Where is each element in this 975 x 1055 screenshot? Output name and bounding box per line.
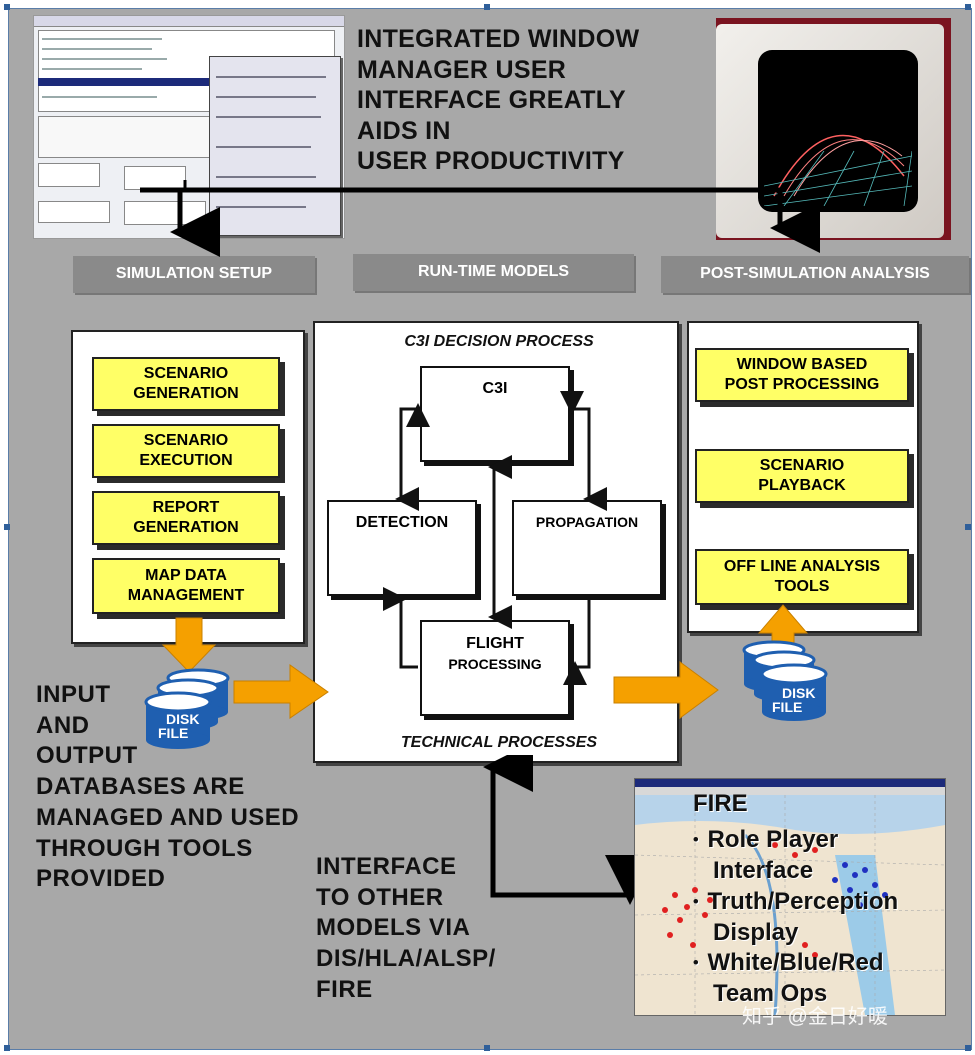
interface-text: INTERFACE TO OTHER MODELS VIA DIS/HLA/AL… <box>316 852 556 1006</box>
headline-line: AIDS IN <box>357 116 451 145</box>
text-line: TO OTHER <box>316 883 444 911</box>
scenario-generation-box: SCENARIO GENERATION <box>92 357 280 411</box>
down-arrow-icon <box>161 617 217 673</box>
top-connectors <box>140 180 820 257</box>
fire-map-panel: FIRE • Role Player Interface • Truth/Per… <box>634 778 946 1016</box>
text-line: OUTPUT <box>36 742 138 770</box>
box-line: MAP DATA <box>145 567 227 584</box>
flight-processing-box: FLIGHT PROCESSING <box>420 620 570 716</box>
bullet-continuation: Team Ops <box>713 980 828 1008</box>
band-post-simulation-analysis: POST-SIMULATION ANALYSIS <box>661 256 969 293</box>
bullet-continuation: Interface <box>713 856 814 884</box>
fire-bullet-list: • Role Player Interface • Truth/Percepti… <box>693 825 945 1010</box>
selection-handle[interactable] <box>484 4 490 10</box>
disk-label: DISK FILE <box>772 686 815 714</box>
bullet-line: Role Player <box>707 826 839 853</box>
propagation-box: PROPAGATION <box>512 500 662 596</box>
box-line: SCENARIO <box>759 457 845 474</box>
band-run-time-models: RUN-TIME MODELS <box>353 254 634 291</box>
box-line: REPORT <box>152 499 220 516</box>
text-line: MANAGED AND USED <box>36 803 300 831</box>
text-line: DATABASES ARE <box>36 773 245 801</box>
fire-title: FIRE <box>693 790 748 817</box>
bullet-dot-icon: • <box>693 954 708 972</box>
box-line: OFF LINE ANALYSIS <box>723 558 881 575</box>
disk-label-line: FILE <box>772 699 803 715</box>
runtime-arrows <box>383 391 607 685</box>
disk-label-line: DISK <box>782 685 816 701</box>
disk-file-icon <box>144 668 230 749</box>
orange-arrows <box>161 604 809 719</box>
selection-handle[interactable] <box>4 524 10 530</box>
monitor-graphic <box>764 134 912 206</box>
detection-box: DETECTION <box>327 500 477 596</box>
headline-line: INTEGRATED WINDOW <box>357 25 640 53</box>
bullet-line: Truth/Perception <box>707 887 899 915</box>
disk-label: DISK FILE <box>158 712 199 740</box>
box-line: PROCESSING <box>448 656 542 672</box>
scenario-execution-box: SCENARIO EXECUTION <box>92 424 280 478</box>
box-line: POST PROCESSING <box>724 376 880 393</box>
selection-handle[interactable] <box>4 4 10 10</box>
disk-label-line: FILE <box>158 725 189 741</box>
bullet-item: • White/Blue/Red <box>693 948 945 979</box>
box-line: FLIGHT <box>466 635 524 652</box>
right-arrow-icon <box>613 661 719 719</box>
c3i-decision-process-label: C3I DECISION PROCESS <box>404 333 594 350</box>
text-line: INTERFACE <box>316 853 457 880</box>
text-line: PROVIDED <box>36 865 166 893</box>
text-line: FIRE <box>316 975 373 1003</box>
map-graphic <box>635 795 945 1015</box>
band-simulation-setup: SIMULATION SETUP <box>73 256 315 293</box>
bullet-dot-icon: • <box>693 892 708 910</box>
bullet-dot-icon: • <box>693 831 708 849</box>
box-line: EXECUTION <box>139 452 233 469</box>
monitor-photo <box>716 18 951 240</box>
box-line: WINDOW BASED <box>736 356 868 373</box>
watermark: 知乎 @金日好暖 <box>742 1006 888 1028</box>
bullet-line: White/Blue/Red <box>707 949 884 977</box>
selection-handle[interactable] <box>965 1045 971 1051</box>
map-titlebar <box>635 779 945 787</box>
box-line: PLAYBACK <box>758 477 846 494</box>
window-based-post-processing-box: WINDOW BASED POST PROCESSING <box>695 348 909 402</box>
bullet-item: • Truth/Perception <box>693 887 945 918</box>
report-generation-box: REPORT GENERATION <box>92 491 280 545</box>
selection-handle[interactable] <box>965 4 971 10</box>
map-data-management-box: MAP DATA MANAGEMENT <box>92 558 280 614</box>
right-arrow-icon <box>233 664 329 719</box>
box-line: TOOLS <box>774 578 830 595</box>
disk-file-icon <box>742 640 828 721</box>
window-manager-screenshot <box>33 15 345 239</box>
scenario-playback-box: SCENARIO PLAYBACK <box>695 449 909 503</box>
interface-connector <box>483 755 650 905</box>
text-line: THROUGH TOOLS <box>36 834 253 862</box>
headline-line: INTERFACE GREATLY <box>357 86 627 114</box>
selection-handle[interactable] <box>4 1045 10 1051</box>
technical-processes-label: TECHNICAL PROCESSES <box>400 734 598 751</box>
selection-handle[interactable] <box>965 524 971 530</box>
box-line: SCENARIO <box>143 365 229 382</box>
text-line: MODELS VIA <box>316 914 471 942</box>
text-line: AND <box>36 711 90 739</box>
box-line: GENERATION <box>133 519 239 536</box>
databases-text: INPUT AND OUTPUT DATABASES ARE MANAGED A… <box>36 680 336 895</box>
text-line: DIS/HLA/ALSP/ <box>316 945 496 973</box>
headline-line: USER PRODUCTIVITY <box>357 147 625 175</box>
box-line: SCENARIO <box>143 432 229 449</box>
text-line: INPUT <box>36 681 111 708</box>
disk-label-line: DISK <box>166 711 200 727</box>
box-line: MANAGEMENT <box>127 587 245 604</box>
headline-line: MANAGER USER <box>357 55 567 84</box>
bullet-item: • Role Player <box>693 825 945 856</box>
headline: INTEGRATED WINDOW MANAGER USER INTERFACE… <box>357 24 687 177</box>
selection-handle[interactable] <box>484 1045 490 1051</box>
box-line: GENERATION <box>133 385 239 402</box>
off-line-analysis-tools-box: OFF LINE ANALYSIS TOOLS <box>695 549 909 605</box>
bullet-continuation: Display <box>713 918 799 946</box>
